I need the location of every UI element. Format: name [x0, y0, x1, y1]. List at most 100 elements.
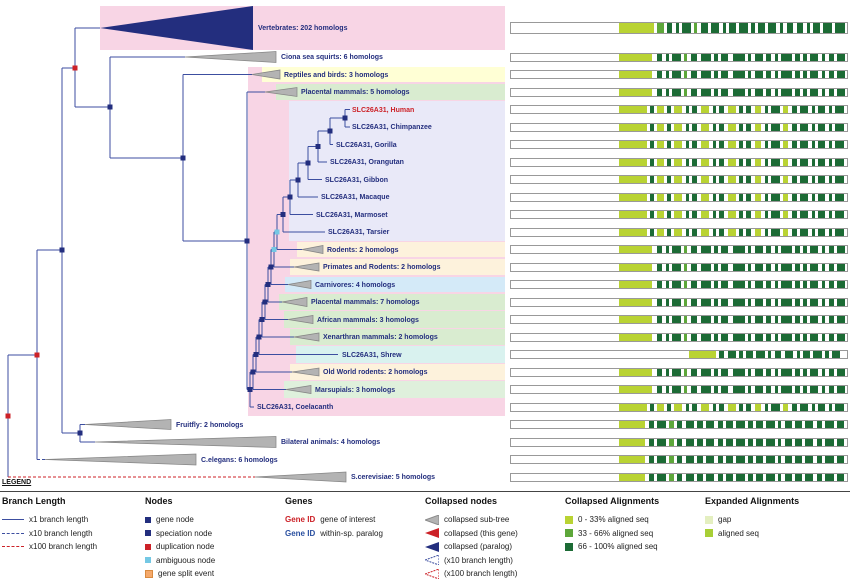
- alignment-segment: [721, 333, 728, 341]
- speciation-node-square[interactable]: [244, 238, 250, 244]
- collapsed-subtree-triangle[interactable]: [84, 419, 172, 430]
- alignment-segment: [712, 228, 716, 236]
- duplication-node-square[interactable]: [5, 413, 11, 419]
- collapsed-this-gene-icon: [425, 528, 439, 539]
- tree-row-label[interactable]: Placental mammals: 5 homologs: [301, 89, 410, 96]
- alignment-segment: [778, 473, 782, 481]
- speciation-node-square[interactable]: [259, 317, 265, 322]
- speciation-node-square[interactable]: [315, 144, 321, 149]
- speciation-node-square[interactable]: [327, 128, 333, 134]
- collapsed-subtree-triangle[interactable]: [100, 6, 253, 50]
- alignment-bar: [510, 402, 848, 412]
- tree-row-label[interactable]: Ciona sea squirts: 6 homologs: [281, 54, 383, 61]
- tree-row-label[interactable]: SLC26A31, Macaque: [321, 194, 390, 201]
- alignment-segment: [828, 71, 834, 78]
- ambiguous-node-square[interactable]: [274, 229, 280, 235]
- duplication-node-square[interactable]: [34, 352, 40, 358]
- tree-row-label[interactable]: Vertebrates: 202 homologs: [258, 25, 348, 32]
- collapsed-subtree-triangle[interactable]: [287, 280, 312, 289]
- speciation-node-square[interactable]: [280, 212, 286, 217]
- speciation-node-square[interactable]: [287, 194, 293, 200]
- alignment-segment: [700, 246, 711, 253]
- collapsed-subtree-triangle[interactable]: [44, 453, 197, 466]
- speciation-node-square[interactable]: [256, 334, 262, 340]
- tree-row-label[interactable]: SLC26A31, Tarsier: [328, 229, 390, 236]
- alignment-segment: [657, 228, 664, 236]
- alignment-segment: [818, 403, 826, 411]
- speciation-node-square[interactable]: [253, 352, 259, 357]
- collapsed-subtree-triangle[interactable]: [301, 245, 324, 254]
- alignment-segment: [810, 71, 819, 78]
- tree-row-label[interactable]: SLC26A31, Shrew: [342, 351, 402, 359]
- speciation-node-square[interactable]: [262, 299, 268, 305]
- alignment-segment: [700, 333, 711, 341]
- speciation-node-square[interactable]: [247, 387, 253, 392]
- speciation-node-square[interactable]: [342, 115, 348, 121]
- collapsed-subtree-triangle[interactable]: [254, 471, 347, 483]
- tree-row-label[interactable]: SLC26A31, Human: [352, 106, 415, 114]
- collapsed-subtree-triangle[interactable]: [291, 367, 320, 377]
- alignment-segment: [766, 281, 772, 288]
- tree-row-label[interactable]: Placental mammals: 7 homologs: [311, 299, 420, 306]
- collapsed-subtree-triangle[interactable]: [281, 297, 308, 307]
- tree-row-label[interactable]: SLC26A31, Gorilla: [336, 141, 397, 149]
- collapsed-subtree-triangle[interactable]: [287, 315, 314, 324]
- tree-row-label[interactable]: Rodents: 2 homologs: [327, 246, 399, 254]
- alignment-segment: [732, 88, 745, 96]
- gene-split-icon: [145, 569, 153, 578]
- tree-row-label[interactable]: Carnivores: 4 homologs: [315, 281, 396, 289]
- alignment-segment: [712, 211, 716, 218]
- collapsed-subtree-triangle[interactable]: [184, 51, 277, 63]
- speciation-node-square[interactable]: [180, 155, 186, 161]
- collapsed-subtree-triangle[interactable]: [293, 332, 320, 342]
- tree-row-label[interactable]: C.elegans: 6 homologs: [201, 456, 278, 464]
- alignment-segment: [717, 473, 723, 481]
- speciation-node-square[interactable]: [295, 177, 301, 183]
- collapsed-subtree-triangle[interactable]: [293, 262, 320, 272]
- speciation-node-square[interactable]: [268, 264, 274, 270]
- alignment-segment: [648, 421, 654, 428]
- speciation-node-square[interactable]: [250, 369, 256, 375]
- alignment-segment: [667, 141, 671, 148]
- collapsed-subtree-triangle[interactable]: [264, 87, 298, 97]
- alignment-segment: [771, 141, 780, 148]
- alignment-segment: [818, 158, 826, 166]
- alignment-segment: [657, 263, 663, 271]
- tree-row-label[interactable]: SLC26A31, Chimpanzee: [352, 124, 432, 131]
- tree-row-label[interactable]: Fruitfly: 2 homologs: [176, 421, 244, 429]
- tree-row-label[interactable]: SLC26A31, Coelacanth: [257, 404, 334, 411]
- tree-row-label[interactable]: SLC26A31, Marmoset: [316, 211, 388, 219]
- tree-row-label[interactable]: Primates and Rodents: 2 homologs: [323, 264, 441, 271]
- tree-row-label[interactable]: Marsupials: 3 homologs: [315, 386, 396, 394]
- tree-row-label[interactable]: African mammals: 3 homologs: [317, 316, 419, 324]
- tree-row-label[interactable]: S.cerevisiae: 5 homologs: [351, 474, 436, 481]
- alignment-segment: [721, 316, 728, 323]
- duplication-node-square[interactable]: [72, 65, 78, 71]
- speciation-node-square[interactable]: [265, 282, 271, 287]
- speciation-node-square[interactable]: [59, 247, 65, 253]
- alignment-segment: [791, 158, 797, 166]
- collapsed-subtree-triangle[interactable]: [251, 69, 281, 80]
- tree-row-label[interactable]: Old World rodents: 2 homologs: [323, 369, 428, 376]
- alignment-segment: [813, 351, 822, 358]
- alignment-segment: [657, 281, 663, 288]
- alignment-segment: [806, 23, 811, 33]
- speciation-node-square[interactable]: [107, 104, 113, 110]
- tree-row-label[interactable]: Bilateral animals: 4 homologs: [281, 439, 381, 446]
- tree-row-label[interactable]: Xenarthran mammals: 2 homologs: [323, 334, 438, 341]
- legend-branch-header: Branch Length: [2, 496, 66, 506]
- collapsed-subtree-triangle[interactable]: [94, 436, 277, 448]
- tree-row-label[interactable]: SLC26A31, Orangutan: [330, 159, 404, 166]
- legend-label: 33 - 66% aligned seq: [578, 528, 654, 538]
- tree-row-label[interactable]: Reptiles and birds: 3 homologs: [284, 71, 389, 79]
- collapsed-subtree-triangle[interactable]: [285, 385, 312, 394]
- ambiguous-node-square[interactable]: [271, 247, 277, 252]
- alignment-segment: [746, 211, 752, 218]
- speciation-node-square[interactable]: [77, 430, 83, 436]
- alignment-segment: [836, 71, 846, 78]
- alignment-segment: [685, 456, 695, 463]
- tree-row-label[interactable]: SLC26A31, Gibbon: [325, 176, 389, 184]
- speciation-node-square[interactable]: [305, 160, 311, 166]
- alignment-segment: [746, 351, 753, 358]
- alignment-segment: [828, 211, 832, 218]
